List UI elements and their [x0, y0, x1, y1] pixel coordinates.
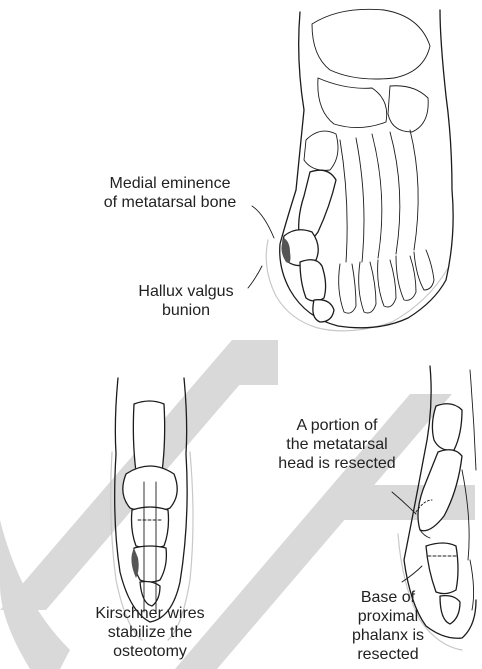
label-portion-resected-line1: A portion of [262, 416, 412, 435]
label-base-phalanx-line2: proximal [338, 607, 438, 626]
label-medial-eminence: Medial eminence of metatarsal bone [78, 174, 262, 212]
label-base-phalanx-line3: phalanx is [338, 626, 438, 645]
label-portion-resected-line2: the metatarsal [262, 435, 412, 454]
top-foot [266, 9, 453, 331]
label-kirschner-wires-line1: Kirschner wires [70, 604, 230, 623]
label-medial-eminence-line1: Medial eminence [78, 174, 262, 193]
watermark-band-top [232, 340, 278, 385]
label-kirschner-wires-line2: stabilize the [70, 623, 230, 642]
label-medial-eminence-line2: of metatarsal bone [78, 193, 262, 212]
label-base-phalanx-line4: resected [338, 645, 438, 664]
label-portion-resected: A portion of the metatarsal head is rese… [262, 416, 412, 473]
label-hallux-valgus-line1: Hallux valgus [112, 282, 260, 301]
label-hallux-valgus-line2: bunion [112, 301, 260, 320]
label-kirschner-wires: Kirschner wires stabilize the osteotomy [70, 604, 230, 661]
label-portion-resected-line3: head is resected [262, 454, 412, 473]
label-hallux-valgus: Hallux valgus bunion [112, 282, 260, 320]
label-kirschner-wires-line3: osteotomy [70, 642, 230, 661]
label-base-phalanx-line1: Base of [338, 588, 438, 607]
label-base-phalanx: Base of proximal phalanx is resected [338, 588, 438, 664]
